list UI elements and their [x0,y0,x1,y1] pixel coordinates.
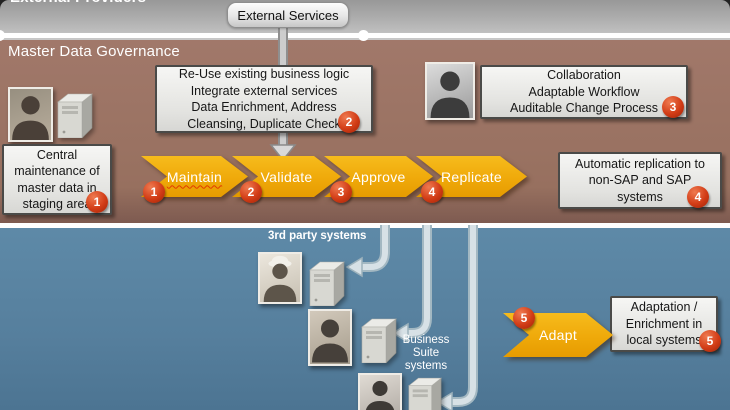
separator-endpoint-dot [0,30,5,41]
person-photo-approver [425,62,475,120]
arrow-badge-1: 1 [143,181,165,203]
third-party-systems-label: 3rd party systems [268,230,367,242]
server-icon-business-suite-2 [408,377,442,410]
process-arrow-validate: Validate [232,156,341,197]
process-arrow-maintain: Maintain [141,156,248,197]
arrow-badge-2: 2 [240,181,262,203]
external-services-box: External Services [227,2,349,28]
external-services-label: External Services [237,7,339,23]
person-photo-third-party-user [258,252,302,304]
arrow-badge-5: 5 [513,307,535,329]
server-icon-third-party [309,261,345,306]
step-badge-5: 5 [699,330,721,352]
validate-label: Validate [260,168,313,185]
separator-line-middle [0,223,730,228]
person-photo-suite-user [308,309,352,366]
step-badge-2: 2 [338,111,360,133]
external-providers-title: External Providers [10,0,146,6]
step-badge-1: 1 [86,191,108,213]
adaptation-enrichment-box: Adaptation / Enrichment in local systems [610,296,718,352]
step-badge-3: 3 [662,96,684,118]
maintain-label: Maintain [166,168,223,185]
person-photo-suite-user-2 [358,373,402,410]
master-data-governance-title: Master Data Governance [8,43,180,60]
adapt-label: Adapt [538,327,578,343]
collaboration-box: Collaboration Adaptable Workflow Auditab… [480,65,688,119]
separator-endpoint-dot [358,30,369,41]
step-badge-4: 4 [687,186,709,208]
arrow-badge-3: 3 [330,181,352,203]
business-suite-systems-label: Business Suite systems [402,334,450,372]
server-icon-staging [57,93,93,138]
approve-label: Approve [351,168,406,185]
server-icon-business-suite-1 [361,318,397,363]
arrow-badge-4: 4 [421,181,443,203]
reuse-business-logic-box: Re-Use existing business logic Integrate… [155,65,373,133]
replicate-label: Replicate [440,168,503,185]
person-photo-data-steward [8,87,53,142]
